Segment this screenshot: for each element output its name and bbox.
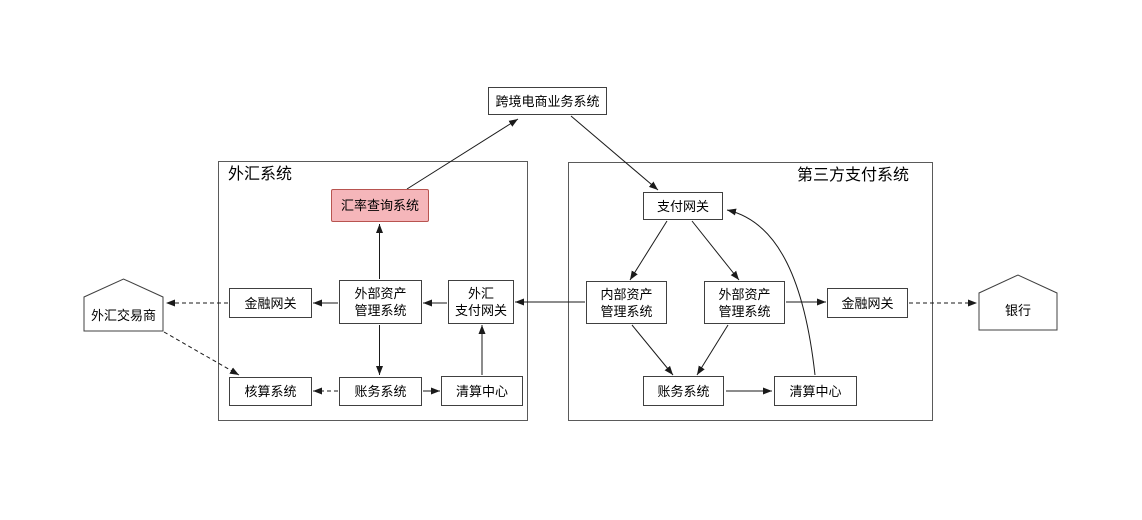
fx-dealer-label: 外汇交易商 xyxy=(90,307,156,323)
node-finance-gateway-tp: 金融网关 xyxy=(827,288,908,318)
node-rate-query-system: 汇率查询系统 xyxy=(331,189,429,222)
node-accounting-system: 核算系统 xyxy=(229,377,312,406)
node-finance-gateway-fx: 金融网关 xyxy=(229,288,312,318)
third-party-system-container xyxy=(568,162,933,421)
node-fx-payment-gateway: 外汇 支付网关 xyxy=(448,280,514,324)
node-payment-gateway: 支付网关 xyxy=(643,192,723,220)
node-ecommerce-system: 跨境电商业务系统 xyxy=(488,87,607,115)
fx-system-container xyxy=(218,161,528,421)
node-external-asset-tp: 外部资产 管理系统 xyxy=(704,281,785,324)
third-party-system-title: 第三方支付系统 xyxy=(797,167,910,184)
fx-system-title: 外汇系统 xyxy=(228,166,293,183)
node-clearing-center-fx: 清算中心 xyxy=(441,376,523,406)
node-ledger-system-fx: 账务系统 xyxy=(339,377,422,406)
node-ledger-system-tp: 账务系统 xyxy=(643,376,724,406)
node-clearing-center-tp: 清算中心 xyxy=(774,376,857,406)
bank-label: 银行 xyxy=(1004,302,1031,318)
node-internal-asset-tp: 内部资产 管理系统 xyxy=(586,281,667,324)
node-external-asset-fx: 外部资产 管理系统 xyxy=(339,280,422,324)
